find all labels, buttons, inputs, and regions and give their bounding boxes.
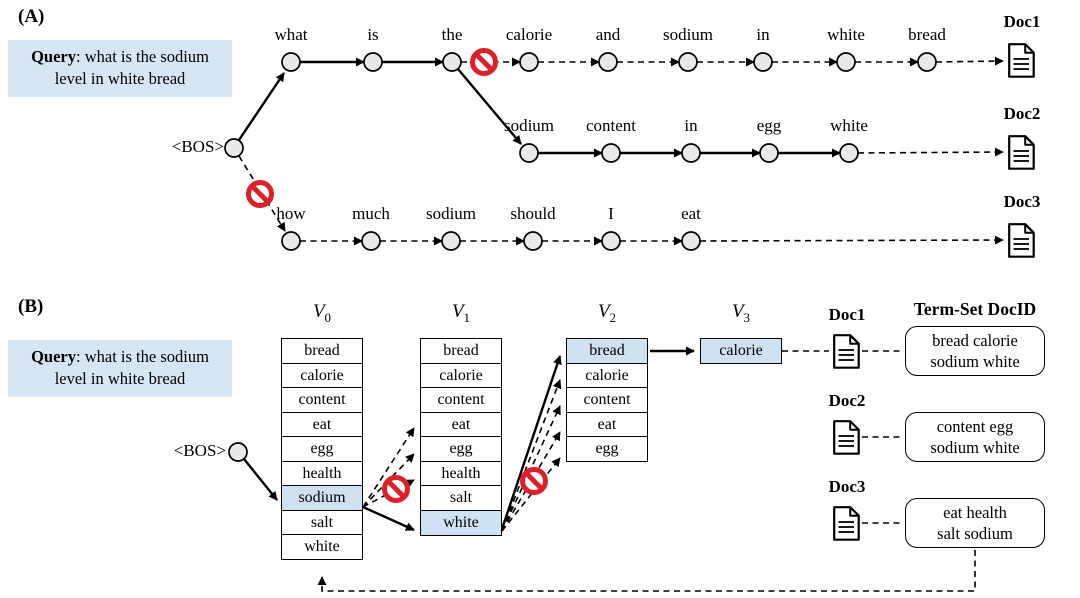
vocab-cell: health [281, 460, 363, 487]
doc3-icon [833, 506, 860, 541]
doc3-label: Doc3 [1003, 192, 1041, 211]
token-label: should [510, 204, 556, 223]
doc2-label: Doc2 [828, 391, 866, 410]
termset-line: eat health [943, 502, 1007, 522]
query-keyword: Query [31, 47, 76, 66]
termset-line: sodium white [930, 352, 1020, 371]
token-label: is [367, 25, 379, 44]
token-label: how [276, 204, 306, 223]
token-label: sodium [425, 204, 477, 223]
token-label: calorie [505, 25, 553, 44]
vocab-cell: salt [420, 485, 502, 511]
vocab-cell-selected: white [420, 509, 502, 536]
vocab-header-sub: 0 [324, 309, 332, 325]
termset-line: salt sodium [937, 524, 1013, 543]
vocab-header-v1: V1 [452, 301, 470, 326]
vocab-header-sub: 2 [609, 309, 617, 325]
token-label: sodium [503, 116, 555, 135]
token-label: content [585, 116, 637, 135]
panel-a-bos-label: <BOS> [171, 137, 224, 156]
vocab-header-v0: V0 [313, 301, 331, 326]
query-keyword: Query [31, 347, 76, 366]
vocab-header-letter: V [731, 301, 744, 322]
vocab-cell: eat [566, 411, 648, 438]
no-entry-icon [249, 183, 272, 206]
token-label: much [352, 204, 390, 223]
token-label: what [274, 25, 308, 44]
vocab-cell: bread [420, 338, 502, 364]
vocab-header-letter: V [312, 301, 325, 322]
token-label: eat [681, 204, 701, 223]
panel-a-query-box: Query: what is the sodium level in white… [8, 40, 232, 97]
panel-a-label: (A) [18, 6, 45, 27]
vocab-cell: content [420, 387, 502, 413]
vocab-cell-selected: bread [566, 338, 648, 364]
panel-b-query-box: Query: what is the sodium level in white… [8, 340, 232, 397]
bos-node [224, 138, 244, 158]
token-label: white [830, 116, 868, 135]
doc1-label: Doc1 [1003, 12, 1041, 31]
vocab-cell: salt [281, 509, 363, 536]
vocab-cell: calorie [281, 362, 363, 389]
vocab-cell: egg [281, 436, 363, 462]
doc1-label: Doc1 [828, 305, 866, 324]
vocab-column-v3: calorie [700, 338, 782, 364]
doc2-label: Doc2 [1003, 104, 1041, 123]
panel-b-bos-label: <BOS> [173, 441, 226, 460]
token-label: the [441, 25, 463, 44]
doc2-icon [833, 420, 860, 455]
doc2-icon [1008, 135, 1035, 170]
query-text: : what is the sodium level in white brea… [54, 47, 209, 89]
panel-a-solid-arrows [238, 57, 841, 158]
no-entry-icon [385, 478, 408, 501]
termset-line: bread calorie [932, 330, 1018, 350]
token-label: sodium [662, 25, 714, 44]
token-label: in [684, 116, 698, 135]
vocab-header-sub: 3 [743, 309, 751, 325]
vocab-cell: eat [420, 411, 502, 438]
query-text: : what is the sodium level in white brea… [54, 347, 209, 389]
token-label: bread [908, 25, 946, 44]
vocab-column-v0: bread calorie content eat egg health sod… [281, 338, 363, 560]
termset-box-doc2: content egg sodium white [905, 412, 1045, 462]
token-label: in [756, 25, 770, 44]
vocab-cell: bread [281, 338, 363, 364]
vocab-cell-selected: calorie [700, 338, 782, 364]
vocab-cell: content [566, 387, 648, 413]
doc3-icon [1008, 223, 1035, 258]
termset-docid-header: Term-Set DocID [913, 299, 1037, 319]
vocab-cell: egg [420, 436, 502, 462]
token-label: I [608, 204, 614, 223]
vocab-header-letter: V [451, 301, 464, 322]
vocab-cell: health [420, 460, 502, 487]
no-entry-icon [473, 51, 496, 74]
termset-box-doc1: bread calorie sodium white [905, 326, 1045, 376]
bos-node [228, 442, 248, 462]
token-label: egg [756, 116, 782, 135]
vocab-cell: calorie [420, 362, 502, 389]
vocab-header-v2: V2 [598, 301, 616, 326]
vocab-cell: eat [281, 411, 363, 438]
token-label: and [595, 25, 621, 44]
termset-line: sodium white [930, 438, 1020, 457]
vocab-header-letter: V [597, 301, 610, 322]
doc1-icon [833, 334, 860, 369]
vocab-column-v1: bread calorie content eat egg health sal… [420, 338, 502, 536]
token-label: white [827, 25, 865, 44]
vocab-cell: white [281, 534, 363, 560]
vocab-column-v2: bread calorie content eat egg [566, 338, 648, 462]
panel-a-nodes [224, 52, 937, 251]
vocab-cell: egg [566, 436, 648, 462]
vocab-header-v3: V3 [732, 301, 750, 326]
vocab-cell-selected: sodium [281, 485, 363, 511]
panel-b-label: (B) [18, 296, 44, 317]
vocab-cell: content [281, 387, 363, 413]
vocab-cell: calorie [566, 362, 648, 389]
vocab-header-sub: 1 [463, 309, 471, 325]
termset-box-doc3: eat health salt sodium [905, 498, 1045, 548]
doc1-icon [1008, 43, 1035, 78]
doc3-label: Doc3 [828, 477, 866, 496]
no-entry-icon [523, 470, 546, 493]
termset-line: content egg [936, 416, 1014, 436]
